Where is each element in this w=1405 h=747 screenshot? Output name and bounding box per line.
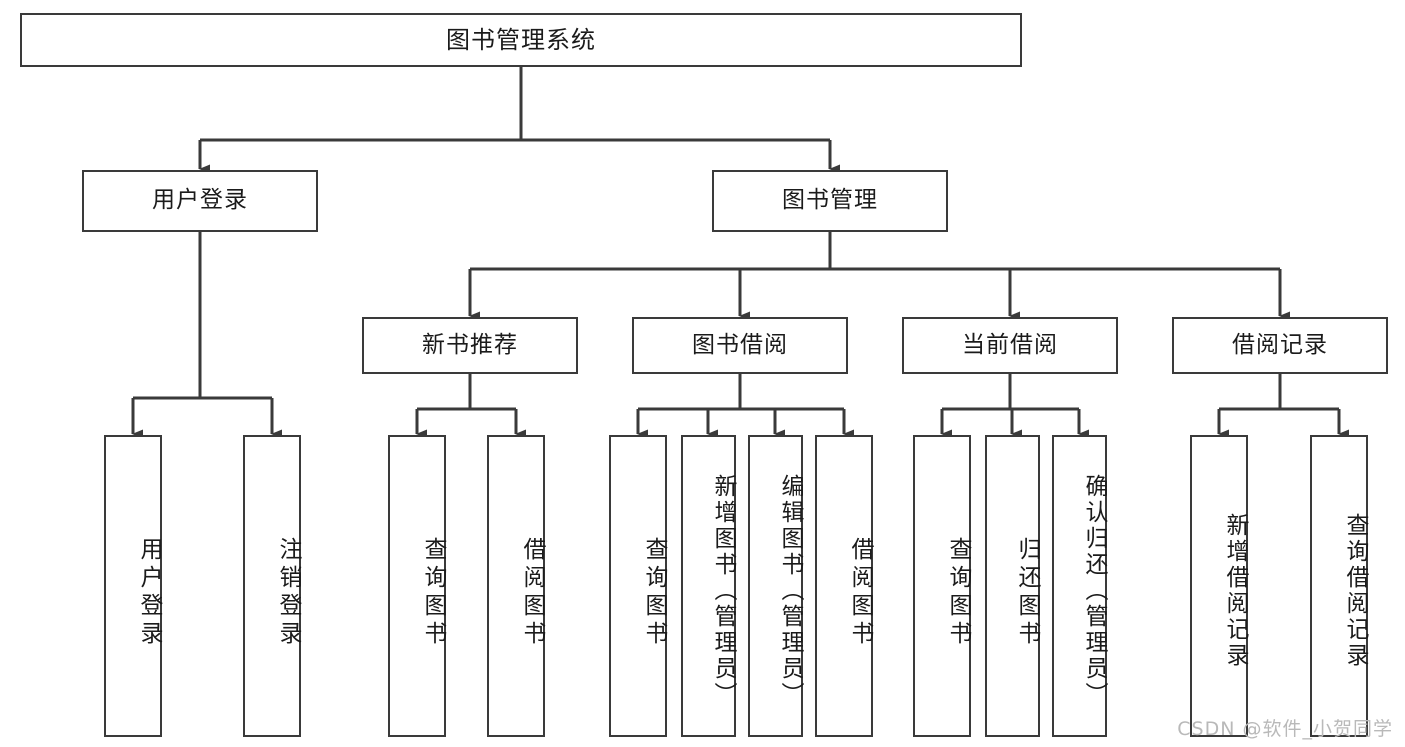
node-label-leaf-borrow-book: 借阅图书 <box>847 537 873 649</box>
node-book-manage[interactable]: 图书管理 <box>712 170 948 232</box>
node-leaf-confirm-return-admin[interactable]: 确认归还（管理员） <box>1052 435 1107 737</box>
node-leaf-borrow-book-rec[interactable]: 借阅图书 <box>487 435 545 737</box>
node-leaf-add-borrow-record[interactable]: 新增借阅记录 <box>1190 435 1248 737</box>
node-label-leaf-confirm-return-admin: 确认归还（管理员） <box>1081 474 1107 708</box>
node-label-leaf-return-book: 归还图书 <box>1014 537 1040 649</box>
node-label-leaf-query-book-rec: 查询图书 <box>420 537 446 649</box>
node-leaf-edit-book-admin[interactable]: 编辑图书（管理员） <box>748 435 803 737</box>
node-leaf-borrow-book[interactable]: 借阅图书 <box>815 435 873 737</box>
node-current-borrow[interactable]: 当前借阅 <box>902 317 1118 374</box>
node-root[interactable]: 图书管理系统 <box>20 13 1022 67</box>
node-label-leaf-query-borrow-record: 查询借阅记录 <box>1342 513 1368 669</box>
node-book-borrow[interactable]: 图书借阅 <box>632 317 848 374</box>
node-leaf-return-book[interactable]: 归还图书 <box>985 435 1040 737</box>
node-label-root: 图书管理系统 <box>446 25 596 54</box>
node-leaf-query-book-cur[interactable]: 查询图书 <box>913 435 971 737</box>
node-label-book-manage: 图书管理 <box>782 187 878 214</box>
node-leaf-user-logout[interactable]: 注销登录 <box>243 435 301 737</box>
node-leaf-query-borrow-record[interactable]: 查询借阅记录 <box>1310 435 1368 737</box>
node-leaf-add-book-admin[interactable]: 新增图书（管理员） <box>681 435 736 737</box>
node-label-leaf-user-logout: 注销登录 <box>275 537 301 649</box>
node-label-book-borrow: 图书借阅 <box>692 331 788 358</box>
node-user-login[interactable]: 用户登录 <box>82 170 318 232</box>
node-label-leaf-add-borrow-record: 新增借阅记录 <box>1222 513 1248 669</box>
node-leaf-query-book-borrow[interactable]: 查询图书 <box>609 435 667 737</box>
node-label-leaf-user-login: 用户登录 <box>136 537 162 649</box>
node-label-current-borrow: 当前借阅 <box>962 331 1058 358</box>
node-leaf-query-book-rec[interactable]: 查询图书 <box>388 435 446 737</box>
watermark-credit: CSDN @软件_小贺同学 <box>1177 718 1393 740</box>
node-label-leaf-query-book-cur: 查询图书 <box>945 537 971 649</box>
node-label-user-login: 用户登录 <box>152 187 248 214</box>
node-new-book-recommend[interactable]: 新书推荐 <box>362 317 578 374</box>
node-leaf-user-login[interactable]: 用户登录 <box>104 435 162 737</box>
node-label-leaf-add-book-admin: 新增图书（管理员） <box>710 474 736 708</box>
node-label-leaf-query-book-borrow: 查询图书 <box>641 537 667 649</box>
node-label-new-book-recommend: 新书推荐 <box>422 331 518 358</box>
node-label-leaf-edit-book-admin: 编辑图书（管理员） <box>777 474 803 708</box>
node-borrow-record[interactable]: 借阅记录 <box>1172 317 1388 374</box>
node-label-leaf-borrow-book-rec: 借阅图书 <box>519 537 545 649</box>
node-label-borrow-record: 借阅记录 <box>1232 331 1328 358</box>
